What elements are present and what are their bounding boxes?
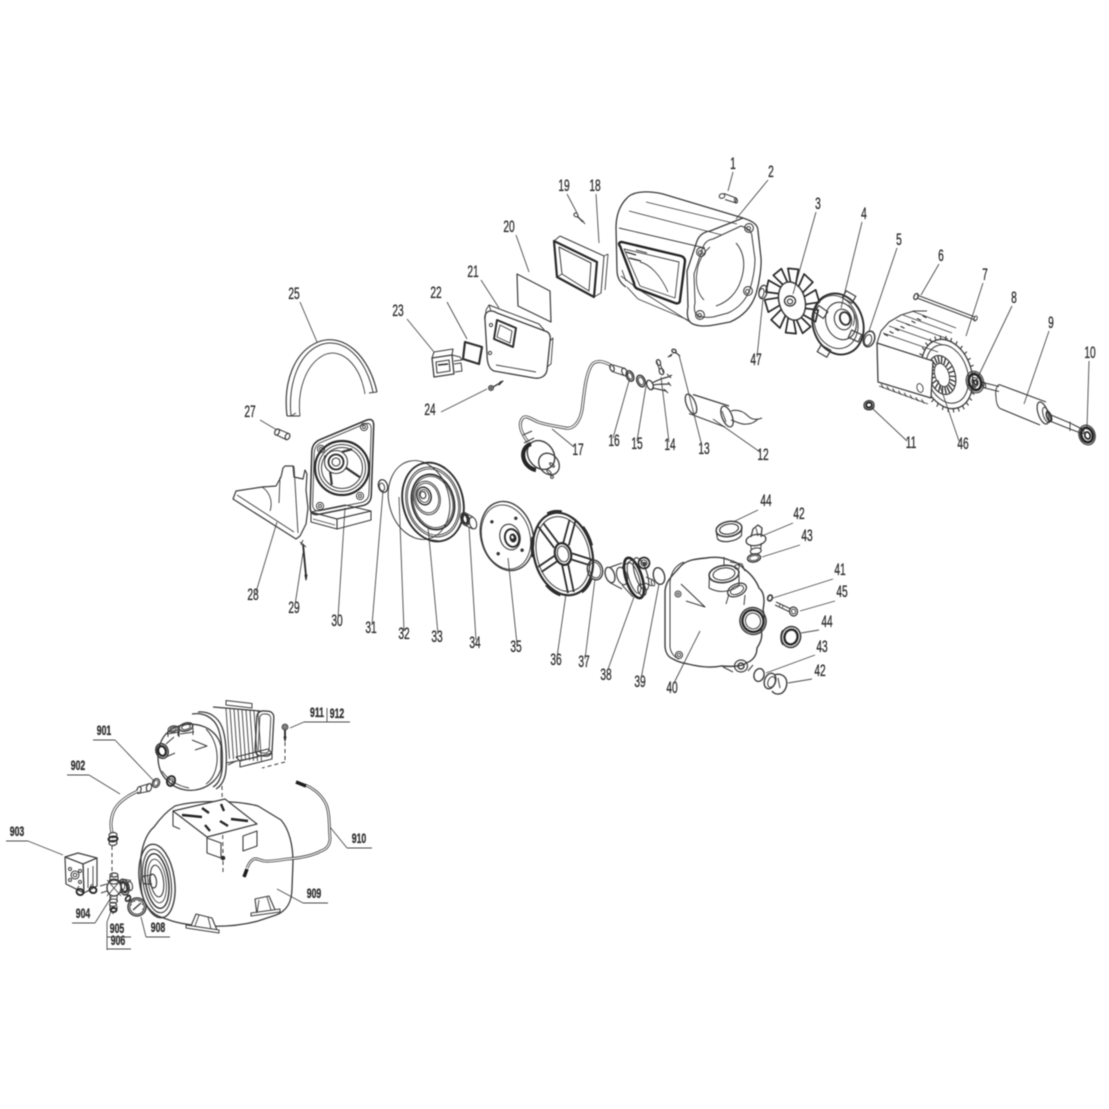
svg-text:15: 15: [631, 435, 643, 453]
svg-text:40: 40: [666, 679, 678, 697]
svg-text:908: 908: [151, 920, 166, 936]
svg-text:45: 45: [836, 583, 848, 601]
svg-text:16: 16: [608, 432, 620, 450]
svg-text:4: 4: [861, 205, 867, 223]
svg-text:903: 903: [10, 824, 25, 840]
svg-text:901: 901: [97, 723, 112, 739]
svg-text:23: 23: [392, 302, 404, 320]
svg-text:1: 1: [730, 155, 736, 173]
svg-text:909: 909: [307, 886, 322, 902]
svg-text:41: 41: [834, 561, 845, 579]
svg-text:9: 9: [1048, 314, 1054, 332]
svg-text:34: 34: [469, 634, 481, 652]
svg-text:24: 24: [424, 401, 436, 419]
svg-text:27: 27: [244, 403, 255, 421]
svg-text:47: 47: [750, 351, 761, 369]
svg-text:28: 28: [247, 586, 259, 604]
svg-text:25: 25: [288, 285, 300, 303]
svg-text:44: 44: [821, 613, 833, 631]
svg-text:46: 46: [957, 435, 969, 453]
svg-text:13: 13: [698, 440, 710, 458]
svg-text:38: 38: [600, 666, 612, 684]
svg-text:32: 32: [398, 625, 409, 643]
svg-text:905: 905: [110, 921, 125, 937]
svg-text:39: 39: [634, 673, 645, 691]
svg-text:11: 11: [906, 434, 917, 452]
svg-text:17: 17: [572, 441, 583, 459]
svg-text:8: 8: [1011, 289, 1017, 307]
svg-text:31: 31: [365, 619, 376, 637]
svg-text:44: 44: [760, 492, 772, 510]
svg-text:43: 43: [801, 527, 813, 545]
svg-text:29: 29: [288, 599, 299, 617]
svg-text:7: 7: [982, 266, 988, 284]
svg-text:43: 43: [816, 638, 828, 656]
svg-text:22: 22: [430, 284, 441, 302]
svg-text:21: 21: [467, 263, 478, 281]
svg-text:42: 42: [814, 662, 825, 680]
svg-text:37: 37: [578, 653, 589, 671]
svg-text:18: 18: [589, 177, 601, 195]
svg-text:5: 5: [896, 231, 902, 249]
svg-text:904: 904: [76, 906, 91, 922]
svg-text:35: 35: [510, 638, 522, 656]
svg-text:911: 911: [310, 705, 324, 721]
svg-text:30: 30: [331, 612, 343, 630]
svg-text:20: 20: [503, 218, 515, 236]
svg-text:6: 6: [938, 247, 944, 265]
svg-text:910: 910: [352, 831, 366, 847]
svg-text:14: 14: [664, 436, 676, 454]
svg-text:902: 902: [71, 758, 85, 774]
svg-text:3: 3: [815, 195, 821, 213]
svg-text:19: 19: [558, 177, 569, 195]
svg-text:906: 906: [111, 933, 126, 949]
svg-text:2: 2: [768, 163, 774, 181]
svg-text:33: 33: [431, 628, 443, 646]
svg-text:42: 42: [793, 505, 804, 523]
svg-text:10: 10: [1084, 344, 1096, 362]
svg-text:36: 36: [550, 651, 562, 669]
svg-text:12: 12: [757, 446, 768, 464]
svg-text:912: 912: [330, 706, 344, 722]
